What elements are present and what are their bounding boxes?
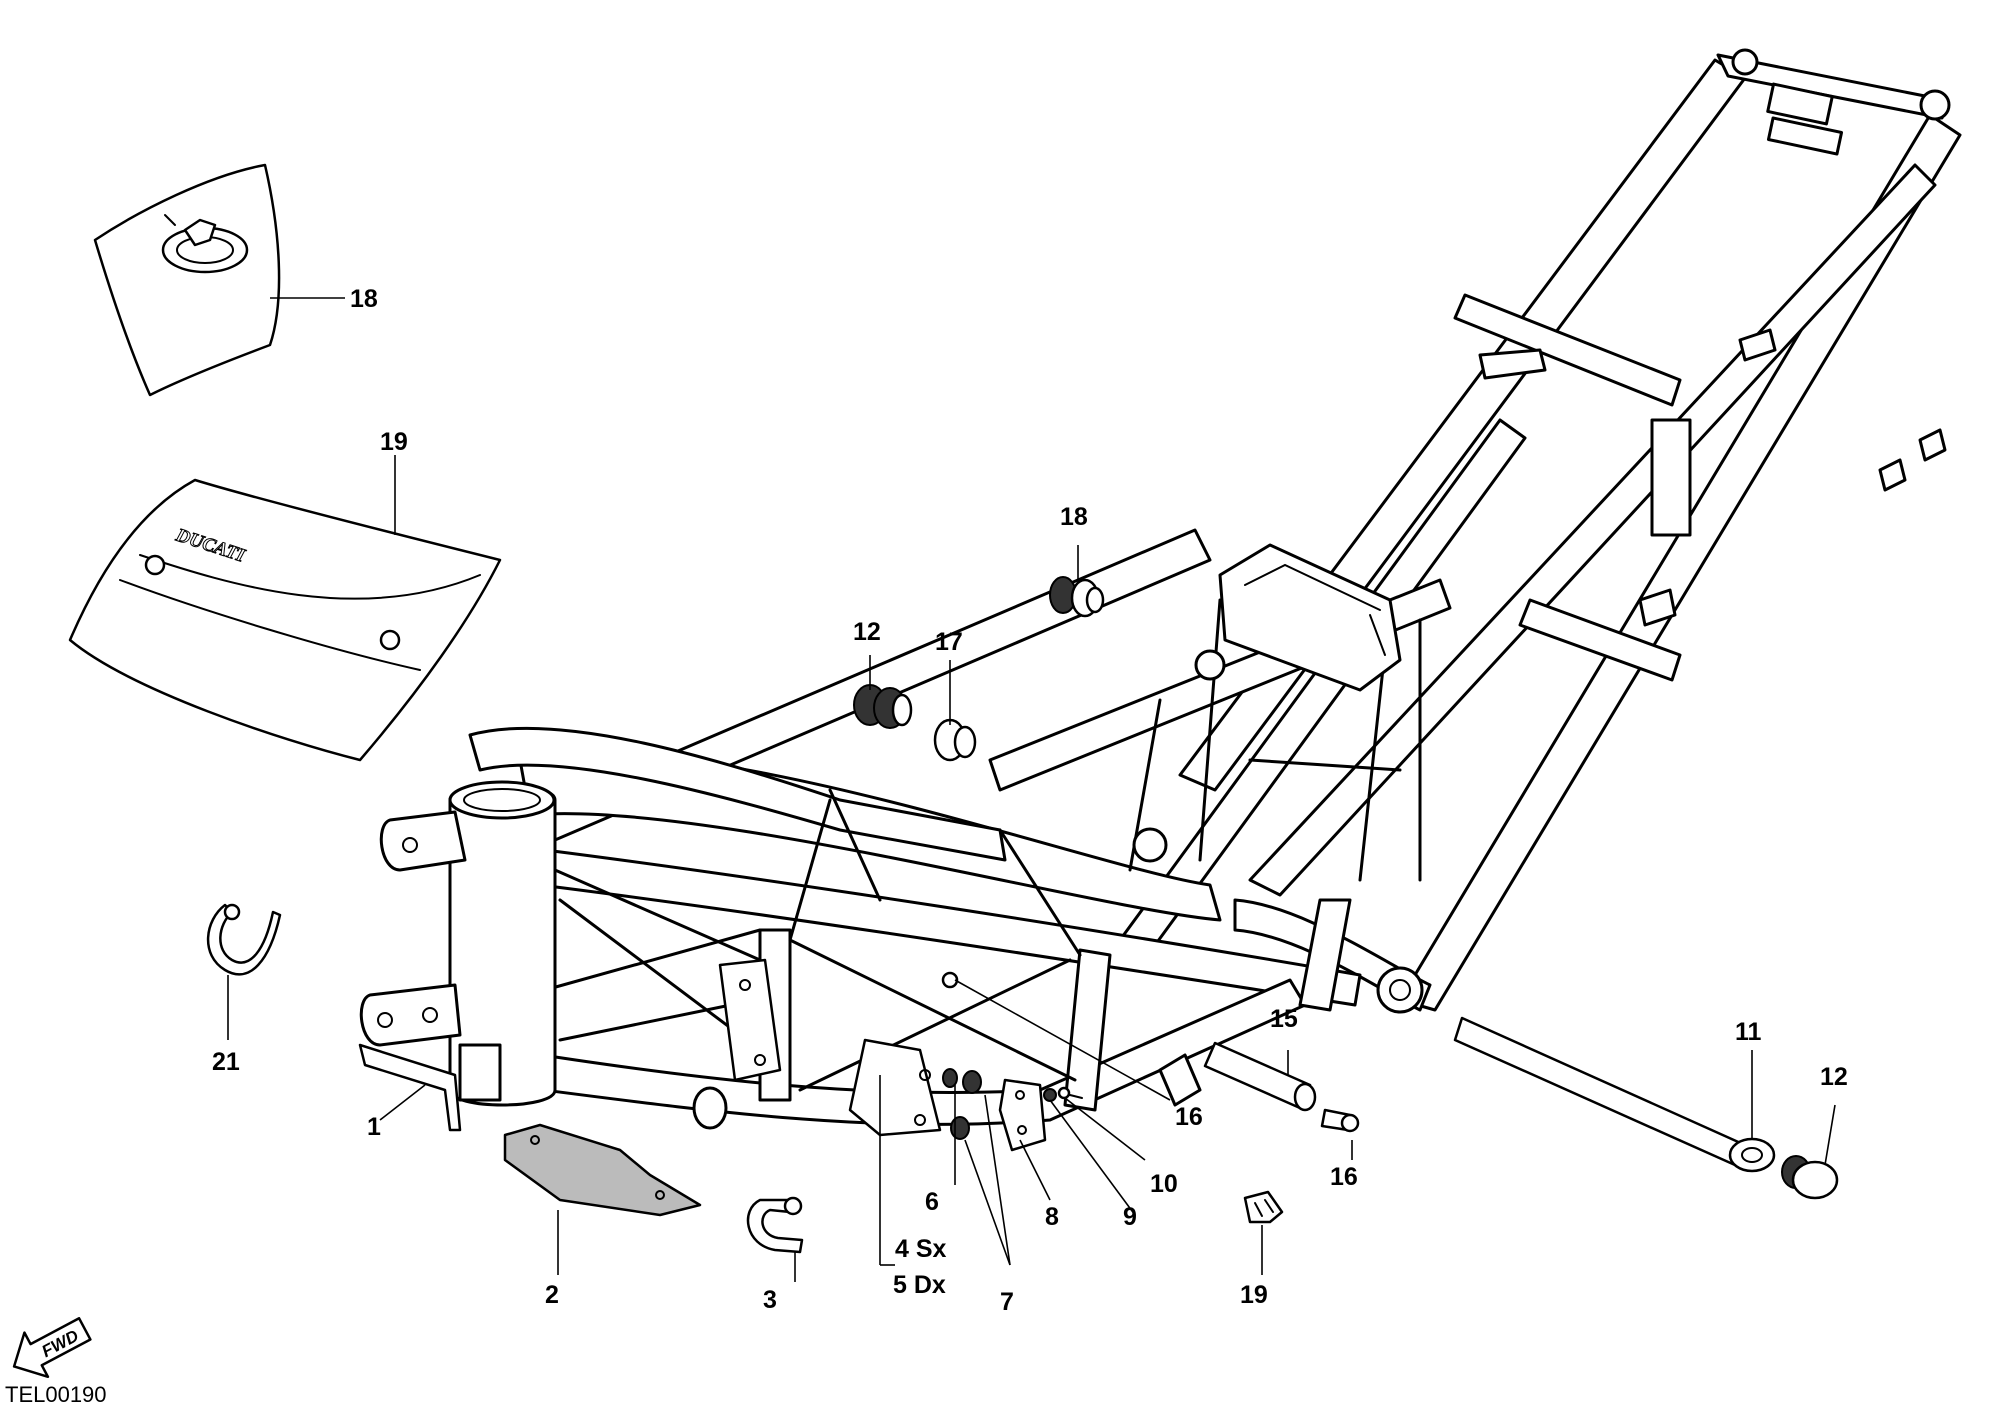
callout-2: 2 <box>545 1281 559 1309</box>
callout-12-lower: 12 <box>1820 1063 1848 1091</box>
part-17-rubber <box>1049 576 1105 618</box>
leader-lines <box>227 297 1836 1282</box>
part-4-5-brackets <box>718 958 942 1137</box>
part-19-tool-pouch: DUCATI <box>68 478 502 762</box>
part-8-plate <box>998 1078 1047 1152</box>
callout-3: 3 <box>763 1286 777 1314</box>
part-1-bracket <box>358 1043 462 1132</box>
callout-labels: 18 19 12 17 18 21 1 2 3 4 Sx 5 Dx 6 7 8 … <box>212 285 1848 1316</box>
callout-1: 1 <box>367 1113 381 1141</box>
callout-5-dx: 5 Dx <box>893 1271 946 1299</box>
part-15-bolt <box>1320 1108 1360 1133</box>
part-3-p-clamp <box>746 1196 804 1254</box>
callout-4-sx: 4 Sx <box>895 1235 947 1263</box>
callout-9: 9 <box>1123 1203 1137 1231</box>
callout-11: 11 <box>1735 1018 1762 1046</box>
part-18-tank-cover <box>93 163 281 397</box>
callout-7: 7 <box>1000 1288 1014 1316</box>
part-16-bush <box>933 718 977 762</box>
callout-19: 19 <box>380 428 408 456</box>
callout-6: 6 <box>925 1188 939 1216</box>
callout-18: 18 <box>350 285 378 313</box>
callout-14: 16 <box>1175 1103 1203 1131</box>
part-11-spindle <box>1453 1016 1776 1173</box>
part-21-clamp <box>206 903 282 976</box>
callout-17: 18 <box>1060 503 1088 531</box>
part-20-cable-guide <box>1243 1190 1284 1224</box>
part-12-cap-lower <box>1781 1155 1839 1200</box>
part-14-screw <box>941 971 959 989</box>
callout-8: 8 <box>1045 1203 1059 1231</box>
part-2-plate <box>503 1123 702 1217</box>
callout-20: 19 <box>1240 1281 1268 1309</box>
drawing-code: TEL00190 <box>5 1382 107 1407</box>
callout-12-upper: 12 <box>853 618 881 646</box>
part-13-sleeve <box>1203 1041 1317 1112</box>
fwd-arrow: FWD <box>12 1317 92 1379</box>
part-12-grommet-upper <box>853 684 913 729</box>
callout-15: 16 <box>1330 1163 1358 1191</box>
callout-10: 10 <box>1150 1170 1178 1198</box>
callout-16: 17 <box>935 628 963 656</box>
callout-13: 15 <box>1270 1005 1298 1033</box>
callout-21: 21 <box>212 1048 240 1076</box>
motorcycle-frame <box>359 48 1962 1130</box>
